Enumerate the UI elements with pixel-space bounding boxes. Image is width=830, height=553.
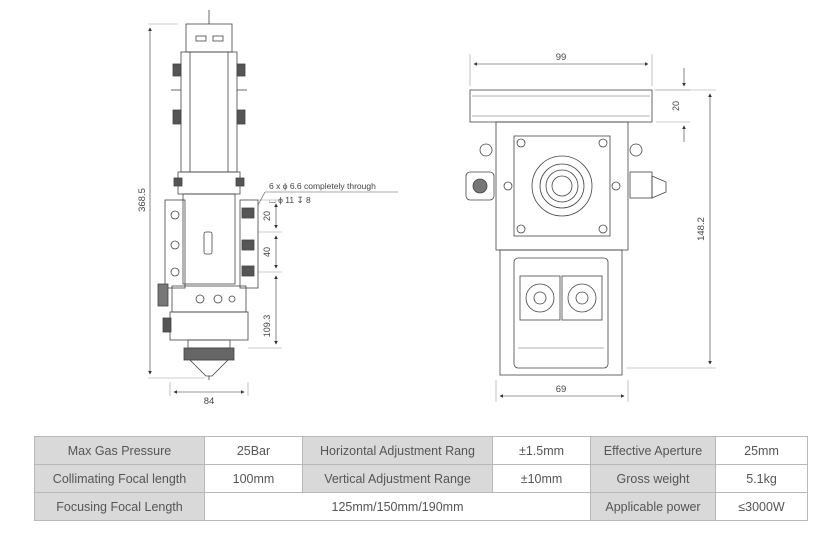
spec-row: Max Gas Pressure 25Bar Horizontal Adjust… — [34, 436, 808, 465]
vertical-adjustment-label: Vertical Adjustment Range — [302, 464, 493, 493]
front-view-dimensions — [148, 23, 398, 396]
dim-bottom-width: 69 — [556, 384, 567, 395]
spec-row: Collimating Focal length 100mm Vertical … — [34, 464, 808, 493]
max-gas-pressure-value: 25Bar — [204, 436, 303, 465]
dim-height-109: 109.3 — [262, 315, 272, 338]
collimating-focal-label: Collimating Focal length — [34, 464, 205, 493]
side-view — [465, 89, 667, 376]
effective-aperture-label: Effective Aperture — [590, 436, 716, 465]
dim-spacing-20: 20 — [262, 211, 272, 221]
focusing-focal-label: Focusing Focal Length — [34, 492, 205, 521]
spec-table: Max Gas Pressure 25Bar Horizontal Adjust… — [34, 436, 808, 521]
dim-total-height: 368.5 — [137, 188, 148, 212]
dim-top-thickness: 20 — [671, 101, 681, 111]
front-view — [157, 10, 259, 380]
max-gas-pressure-label: Max Gas Pressure — [34, 436, 205, 465]
focusing-focal-value: 125mm/150mm/190mm — [204, 492, 591, 521]
dim-top-width: 99 — [556, 52, 567, 63]
hole-note-line-1: 6 x ϕ 6.6 completely through — [269, 181, 376, 191]
vertical-adjustment-value: ±10mm — [492, 464, 591, 493]
applicable-power-value: ≤3000W — [715, 492, 808, 521]
dim-front-width: 84 — [204, 396, 215, 407]
gross-weight-value: 5.1kg — [715, 464, 808, 493]
technical-drawing: 368.5 84 6 x ϕ 6.6 completely through ⌴ … — [137, 10, 716, 407]
effective-aperture-value: 25mm — [715, 436, 808, 465]
horizontal-adjustment-label: Horizontal Adjustment Rang — [302, 436, 493, 465]
applicable-power-label: Applicable power — [590, 492, 716, 521]
hole-note-line-2: ⌴ ϕ 11 ↧ 8 — [269, 195, 311, 205]
dim-side-height: 148.2 — [696, 217, 707, 241]
spec-row: Focusing Focal Length 125mm/150mm/190mm … — [34, 492, 808, 521]
gross-weight-label: Gross weight — [590, 464, 716, 493]
side-view-dimensions — [469, 54, 716, 402]
horizontal-adjustment-value: ±1.5mm — [492, 436, 591, 465]
dim-spacing-40: 40 — [262, 247, 272, 257]
collimating-focal-value: 100mm — [204, 464, 303, 493]
